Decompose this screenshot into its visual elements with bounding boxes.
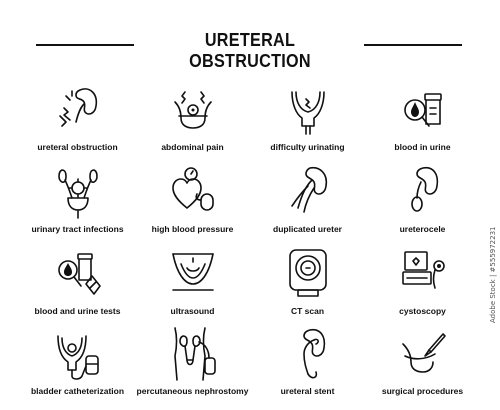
urine-sample-magnifier-icon [404, 93, 442, 127]
catheter-icon [57, 335, 99, 380]
icon-label: ureteral obstruction [37, 142, 118, 152]
kidney-pain-icon [59, 88, 98, 127]
icon-label: blood and urine tests [34, 306, 121, 316]
bladder-icon [291, 91, 325, 135]
page-title: URETERAL OBSTRUCTION [189, 30, 311, 71]
icon-label: urinary tract infections [31, 224, 124, 234]
cystoscope-monitor-icon [402, 251, 445, 289]
icon-label: ureterocele [399, 224, 446, 234]
icon-label: duplicated ureter [273, 224, 342, 234]
icon-label: difficulty urinating [270, 142, 345, 152]
icon-label: blood in urine [394, 142, 451, 152]
icon-label: percutaneous nephrostomy [136, 386, 249, 396]
icon-label: CT scan [290, 306, 325, 316]
icon-card: urinary tract infections [20, 164, 135, 244]
heart-pressure-icon [172, 167, 214, 211]
icon-card: ultrasound [135, 246, 250, 326]
urinary-tract-infection-icon [58, 169, 98, 219]
icon-card: difficulty urinating [250, 82, 365, 162]
icon-card: surgical procedures [365, 326, 480, 406]
title-divider-right [364, 44, 462, 46]
icon-card: high blood pressure [135, 164, 250, 244]
ureterocele-icon [411, 166, 439, 212]
icon-label: surgical procedures [381, 386, 464, 396]
icon-card: cystoscopy [365, 246, 480, 326]
icon-label: high blood pressure [151, 224, 234, 234]
duplicated-ureter-icon [291, 166, 328, 213]
ultrasound-icon [172, 253, 214, 291]
icon-card: duplicated ureter [250, 164, 365, 244]
watermark: Adobe Stock | #555972231 [489, 226, 497, 324]
icon-card: ureterocele [365, 164, 480, 244]
icon-label: ureteral stent [280, 386, 335, 396]
stent-icon [303, 328, 326, 379]
header: URETERAL OBSTRUCTION [0, 30, 500, 71]
icon-card: blood and urine tests [20, 246, 135, 326]
icon-card: CT scan [250, 246, 365, 326]
icon-card: ureteral obstruction [20, 82, 135, 162]
nephrostomy-icon [174, 327, 216, 381]
ct-scanner-icon [289, 249, 327, 297]
icon-card: ureteral stent [250, 326, 365, 406]
title-divider-left [36, 44, 134, 46]
icon-card: percutaneous nephrostomy [135, 326, 250, 406]
abdominal-pain-icon [174, 91, 212, 129]
icon-card: bladder catheterization [20, 326, 135, 406]
icon-grid: ureteral obstruction abdominal pain diff… [20, 82, 480, 402]
surgical-scalpel-icon [402, 333, 446, 373]
icon-label: cystoscopy [399, 306, 446, 316]
icon-label: bladder catheterization [30, 386, 125, 396]
icon-card: blood in urine [365, 82, 480, 162]
icon-card: abdominal pain [135, 82, 250, 162]
icon-label: abdominal pain [161, 142, 224, 152]
test-tubes-icon [58, 253, 101, 295]
icon-label: ultrasound [170, 306, 215, 316]
